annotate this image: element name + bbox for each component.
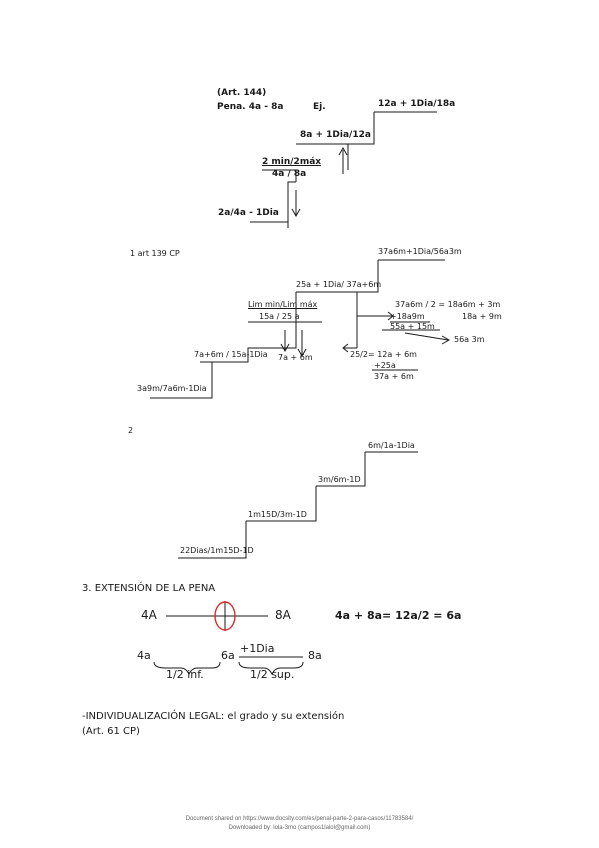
step-bottom-label: 2a/4a - 1Dia xyxy=(218,208,279,218)
staircase-3 xyxy=(178,451,418,559)
range-end: 8A xyxy=(275,608,291,622)
article-144: (Art. 144) xyxy=(217,88,267,98)
arrows-1 xyxy=(291,146,348,218)
half-superior: 1/2 sup. xyxy=(250,668,295,681)
diagram2-label: 1 art 139 CP xyxy=(130,249,180,258)
diagram3-label: 2 xyxy=(128,426,134,435)
d3-mid-label: 1m15D/3m-1D xyxy=(248,510,307,519)
section-heading-individualization: -INDIVIDUALIZACIÓN LEGAL: el grado y su … xyxy=(82,711,345,722)
calc-half-top: 37a6m / 2 = 18a6m + 3m xyxy=(395,300,501,309)
scale-right: 8a xyxy=(308,649,322,662)
step-mid-label: 8a + 1Dia/12a xyxy=(300,130,371,140)
step-center-numerator: 2 min/2máx xyxy=(262,157,322,167)
footer-shared-link[interactable]: Document shared on https://www.docsity.c… xyxy=(185,816,414,822)
d2-top-label: 37a6m+1Dia/56a3m xyxy=(378,247,462,256)
d2-bottom-label: 3a9m/7a6m-1Dia xyxy=(137,384,207,393)
step-center-denominator: 4a / 8a xyxy=(272,169,307,179)
half-inferior: 1/2 inf. xyxy=(166,668,204,681)
staircase-2 xyxy=(150,259,445,399)
arrows-2 xyxy=(280,305,451,371)
calc-half-bottom: 25/2= 12a + 6m xyxy=(350,350,417,359)
d3-top-label: 6m/1a-1Dia xyxy=(368,441,415,450)
range-start: 4A xyxy=(141,608,157,622)
d2-center-numerator: Lim min/Lim máx xyxy=(248,300,318,309)
d2-lower-label: 7a+6m / 15a-1Dia xyxy=(194,350,268,359)
section-heading-extension: 3. EXTENSIÓN DE LA PENA xyxy=(82,583,216,594)
d3-upper-label: 3m/6m-1D xyxy=(318,475,361,484)
pena-range: Pena. 4a - 8a xyxy=(217,102,284,112)
plus-one-day: +1Dia xyxy=(240,642,275,655)
d2-center-denominator: 15a / 25 a xyxy=(259,312,300,321)
midpoint-circle xyxy=(214,601,236,631)
article-61: (Art. 61 CP) xyxy=(82,726,140,737)
extension-line xyxy=(166,601,268,631)
example-label: Ej. xyxy=(313,102,326,112)
step-top-label: 12a + 1Dia/18a xyxy=(378,99,456,109)
scale-left: 4a xyxy=(137,649,151,662)
footer-downloaded-by: Downloaded by: lola-3mo (campos1lalol@gm… xyxy=(228,825,371,831)
calc-half-result: 18a + 9m xyxy=(462,312,502,321)
calc-sum-2: 37a + 6m xyxy=(374,372,414,381)
scale-mid: 6a xyxy=(221,649,235,662)
calc-final: 56a 3m xyxy=(454,335,485,344)
braces xyxy=(153,656,304,676)
calc-add-2: +25a xyxy=(374,361,396,370)
calc-add: +18a9m xyxy=(390,312,425,321)
calc-sum: 55a + 15m xyxy=(390,322,435,331)
calc-lower-result: 7a + 6m xyxy=(278,353,313,362)
d3-bottom-label: 22Dias/1m15D-1D xyxy=(180,546,254,555)
d2-upper-label: 25a + 1Dia/ 37a+6m xyxy=(296,280,382,289)
staircase-1 xyxy=(250,111,437,228)
midpoint-formula: 4a + 8a= 12a/2 = 6a xyxy=(335,609,462,622)
